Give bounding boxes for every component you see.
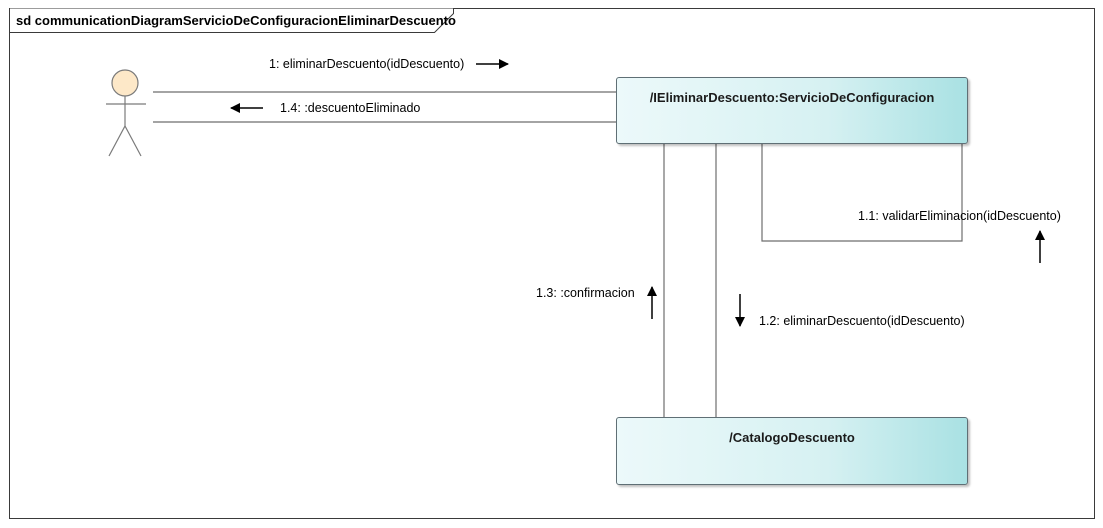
lifeline-servicio-de-configuracion[interactable]: /IEliminarDescuento:ServicioDeConfigurac…	[616, 77, 968, 144]
sequence-diagram-frame: sd communicationDiagramServicioDeConfigu…	[9, 8, 1095, 519]
message-1-3-label: 1.3: :confirmacion	[536, 286, 635, 300]
frame-title: sd communicationDiagramServicioDeConfigu…	[16, 13, 456, 28]
actor-figure[interactable]	[106, 69, 146, 157]
message-1-2-label: 1.2: eliminarDescuento(idDescuento)	[759, 314, 965, 328]
actor-left-leg	[108, 125, 126, 157]
actor-right-leg	[124, 125, 142, 157]
connector-self-loop	[761, 144, 963, 242]
actor-head	[111, 69, 139, 97]
frame-title-tab	[9, 8, 454, 33]
message-1-4-label: 1.4: :descuentoEliminado	[280, 101, 421, 115]
message-1-label: 1: eliminarDescuento(idDescuento)	[269, 57, 465, 71]
message-1-1-label: 1.1: validarEliminacion(idDescuento)	[858, 209, 1061, 223]
lifeline-servicio-label: /IEliminarDescuento:ServicioDeConfigurac…	[649, 90, 935, 105]
lifeline-catalogo-descuento[interactable]: /CatalogoDescuento	[616, 417, 968, 485]
lifeline-catalogo-label: /CatalogoDescuento	[729, 430, 855, 445]
